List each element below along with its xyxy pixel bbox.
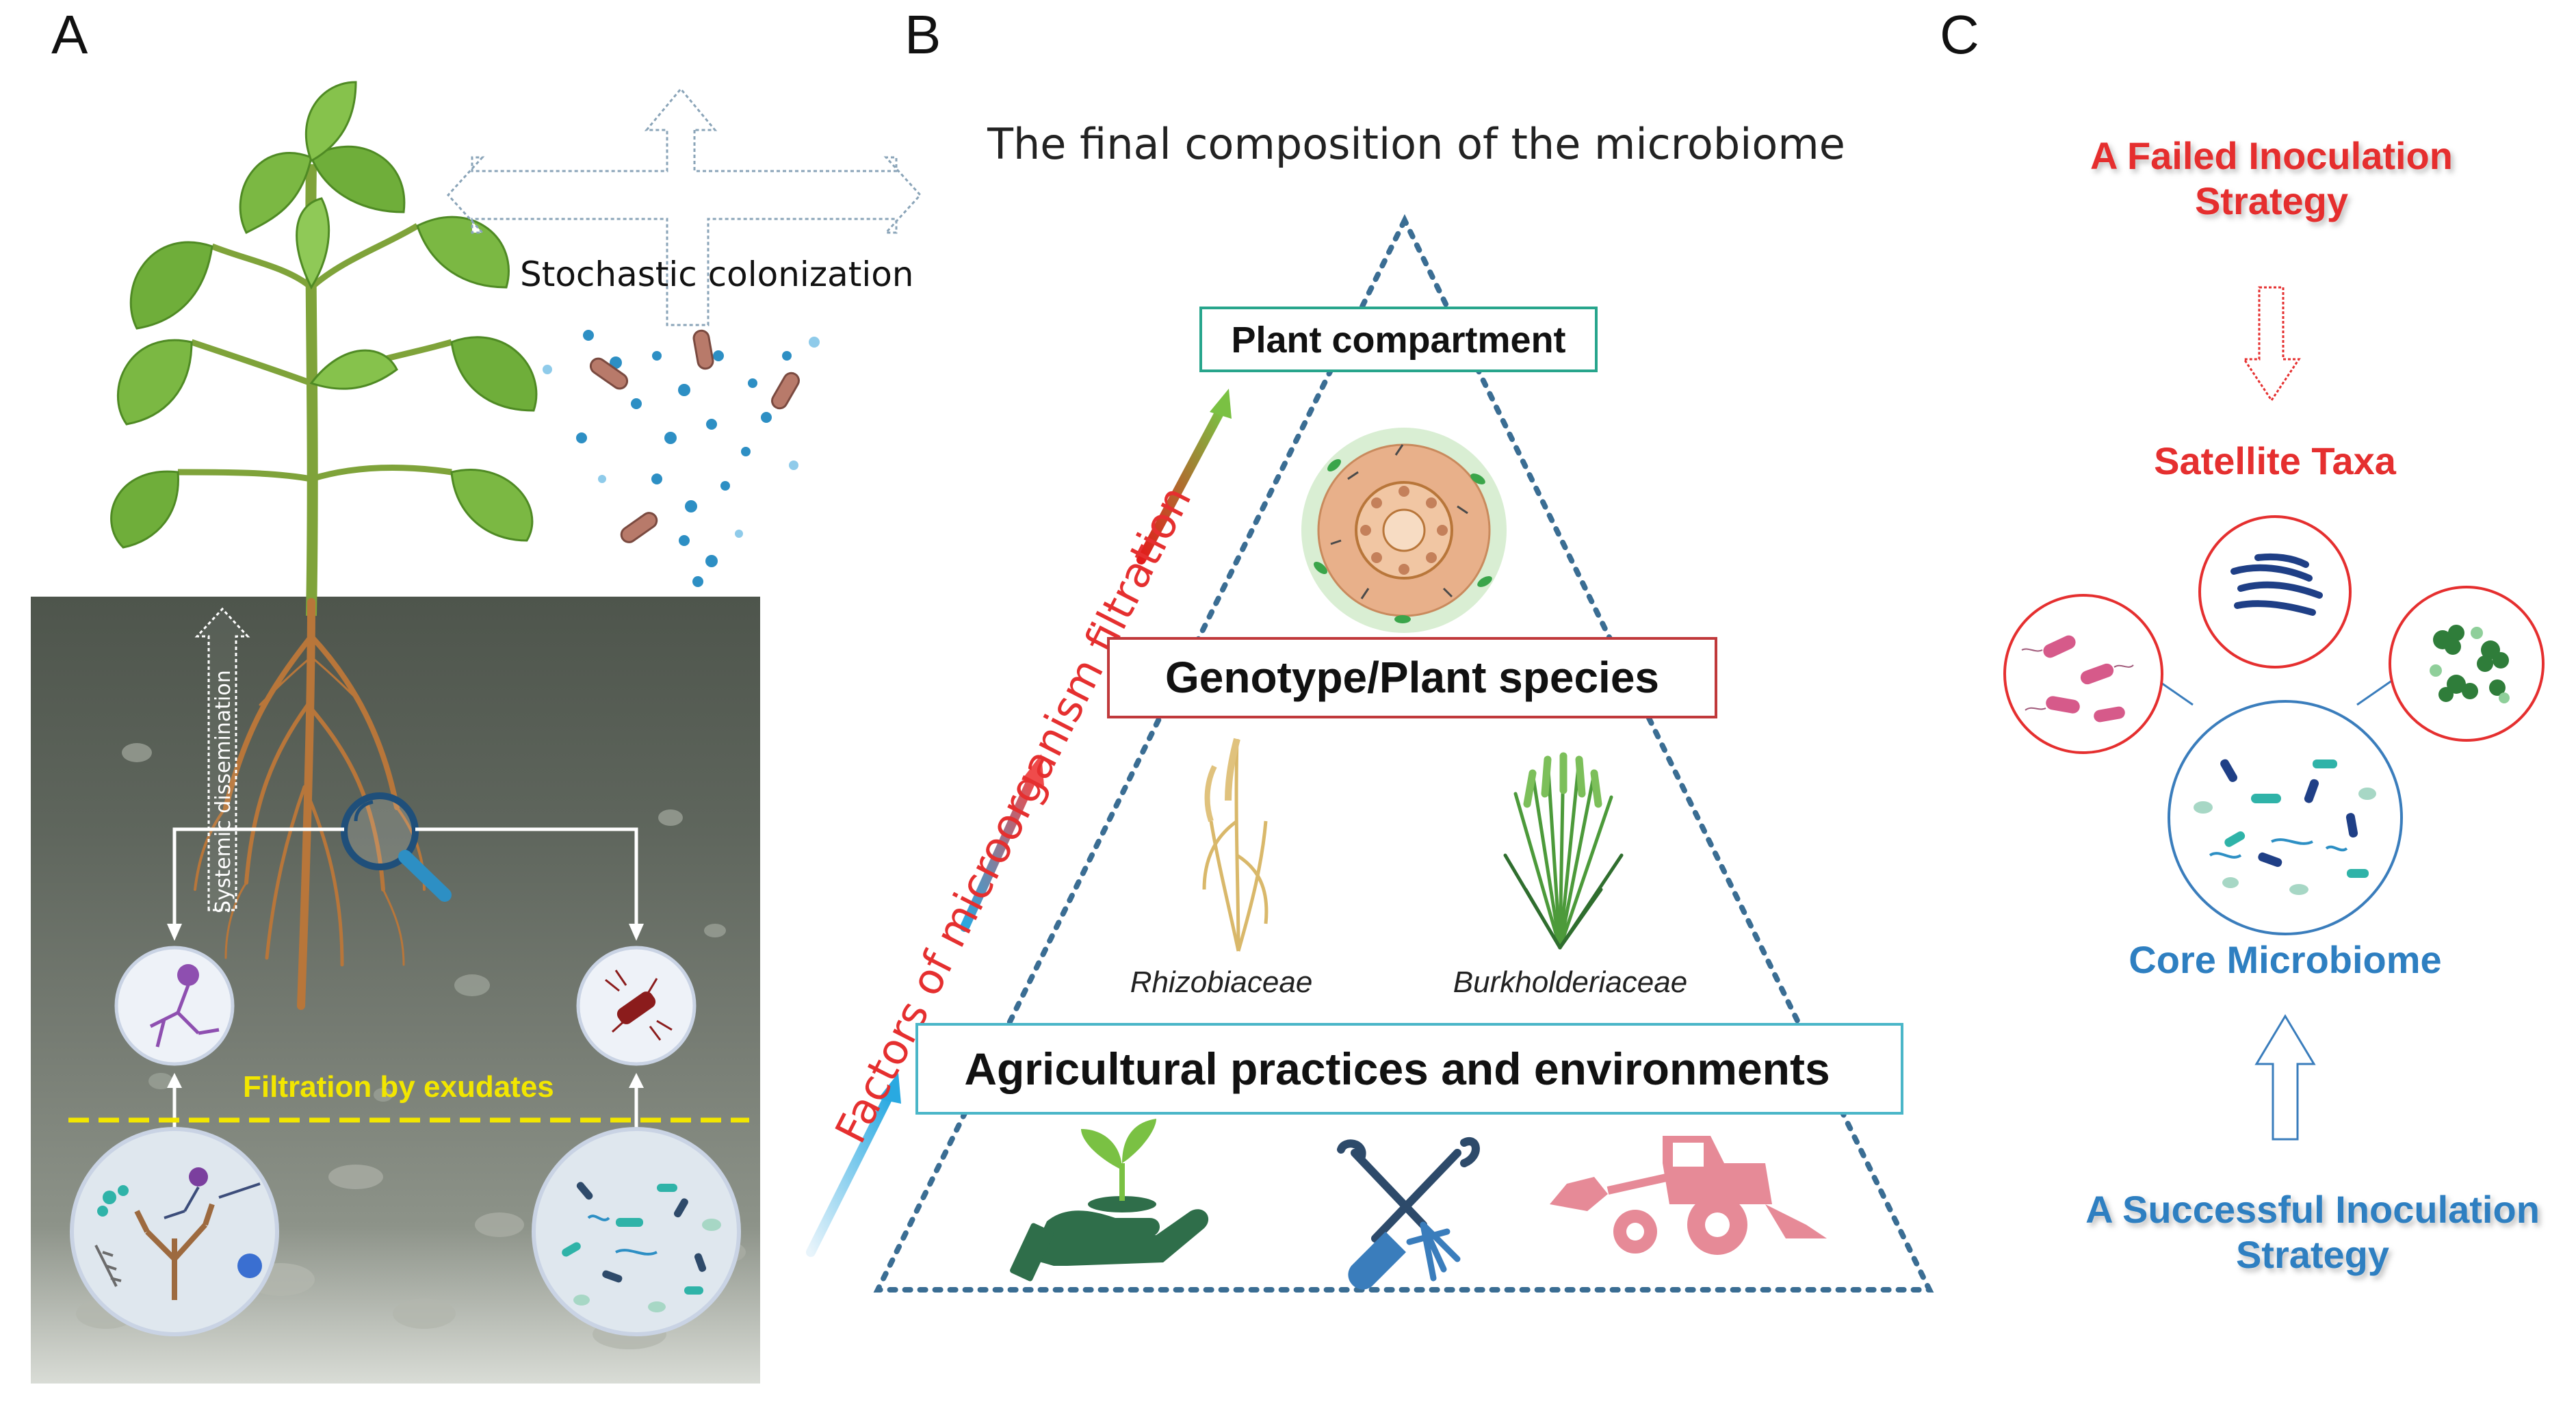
gradient-arrows [806, 389, 1232, 1257]
microbe-spray [543, 329, 820, 587]
plant-roots [194, 598, 426, 1010]
core-microbiome-circle [2168, 700, 2403, 935]
taxon-left-label: Rhizobiaceae [1130, 965, 1313, 999]
root-microbe-circle-left [114, 946, 235, 1066]
failed-strategy-line1: A Failed Inoculation [2090, 134, 2453, 177]
systemic-arrow: Systemic dissemination [194, 607, 250, 913]
tractor-icon [1550, 1136, 1827, 1255]
panel-a: A [31, 4, 922, 1384]
panel-c: C A Failed Inoculation Strategy Satellit… [1940, 4, 2545, 1276]
filtration-triangle [873, 213, 1934, 1293]
panel-b: B The final composition of the microbiom… [806, 4, 1934, 1293]
agricultural-label: Agricultural practices and environments [964, 1043, 1830, 1094]
satellite-circle-right [2389, 586, 2545, 742]
satellite-circle-middle [2198, 515, 2352, 668]
systemic-label: Systemic dissemination [211, 670, 235, 913]
panel-b-title: The final composition of the microbiome [987, 119, 1845, 169]
selection-arrows [172, 827, 638, 1129]
box-agricultural: Agricultural practices and environments [915, 1023, 1903, 1115]
failed-strategy-line2: Strategy [2195, 179, 2348, 222]
taxon-right-label: Burkholderiaceae [1453, 965, 1687, 999]
wheat-plant-icon [1202, 738, 1269, 952]
panel-b-letter: B [905, 4, 941, 65]
seedling-hand-icon [1010, 1119, 1209, 1282]
selection-arrowheads [167, 924, 644, 1088]
shovel-fork-icon [1337, 1137, 1480, 1290]
satellite-circle-left [2003, 594, 2163, 754]
plant-leaves [110, 81, 538, 549]
success-strategy-line2: Strategy [2236, 1233, 2389, 1276]
panel-a-letter: A [51, 4, 88, 65]
genotype-label: Genotype/Plant species [1165, 653, 1659, 702]
core-label: Core Microbiome [2129, 938, 2441, 981]
filtration-label: Filtration by exudates [243, 1070, 554, 1104]
success-arrow [2254, 1014, 2316, 1141]
root-microbe-circle-right [576, 946, 697, 1066]
panel-c-letter: C [1940, 4, 1979, 65]
stem-cross-section-icon [1301, 428, 1507, 633]
stochastic-arrow: Stochastic colonization [446, 87, 922, 326]
box-plant-compartment: Plant compartment [1199, 307, 1598, 372]
success-strategy-line1: A Successful Inoculation [2085, 1188, 2540, 1231]
soil-community-right [532, 1127, 741, 1336]
satellite-label: Satellite Taxa [2154, 439, 2397, 482]
failed-arrow [2242, 286, 2301, 402]
box-genotype: Genotype/Plant species [1107, 637, 1717, 718]
soil-community-left [70, 1127, 279, 1336]
grass-plant-icon [1503, 752, 1624, 950]
plant-compartment-label: Plant compartment [1231, 320, 1565, 361]
stochastic-label: Stochastic colonization [520, 255, 914, 294]
magnifier-icon [341, 792, 452, 902]
